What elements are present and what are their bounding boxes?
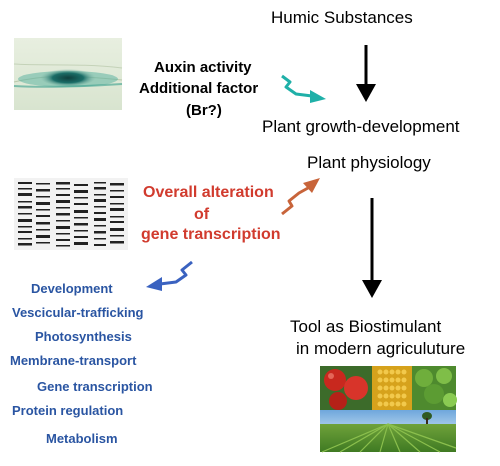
process-vescicular-trafficking: Vescicular-trafficking <box>12 305 144 320</box>
process-development: Development <box>31 281 113 296</box>
down-arrow-bottom <box>362 198 382 298</box>
of-label: of <box>194 206 210 223</box>
process-photosynthesis: Photosynthesis <box>35 329 132 344</box>
root-stain-image <box>13 38 123 110</box>
process-metabolism: Metabolism <box>46 431 118 446</box>
down-arrow-top <box>356 45 376 102</box>
modern-agriculture-label: in modern agriculuture <box>296 339 466 358</box>
auxin-activity-label: Auxin activity <box>154 59 252 76</box>
humic-substances-label: Humic Substances <box>271 8 413 27</box>
red-wavy-arrow <box>281 178 320 216</box>
process-membrane-transport: Membrane-transport <box>10 353 137 368</box>
additional-factor-label: Additional factor <box>139 80 259 97</box>
blue-wavy-arrow <box>146 260 193 291</box>
agriculture-image <box>320 366 457 453</box>
overall-alteration-label: Overall alteration <box>143 184 274 201</box>
tool-biostimulant-label: Tool as Biostimulant <box>290 317 442 336</box>
gene-transcription-red-label: gene transcription <box>141 226 281 243</box>
process-gene-transcription: Gene transcription <box>37 379 153 394</box>
plant-physiology-label: Plant physiology <box>307 153 431 172</box>
gel-image <box>14 178 128 250</box>
br-label: (Br?) <box>186 102 222 119</box>
process-protein-regulation: Protein regulation <box>12 403 124 418</box>
teal-wavy-arrow <box>281 74 326 103</box>
plant-growth-label: Plant growth-development <box>262 117 460 136</box>
